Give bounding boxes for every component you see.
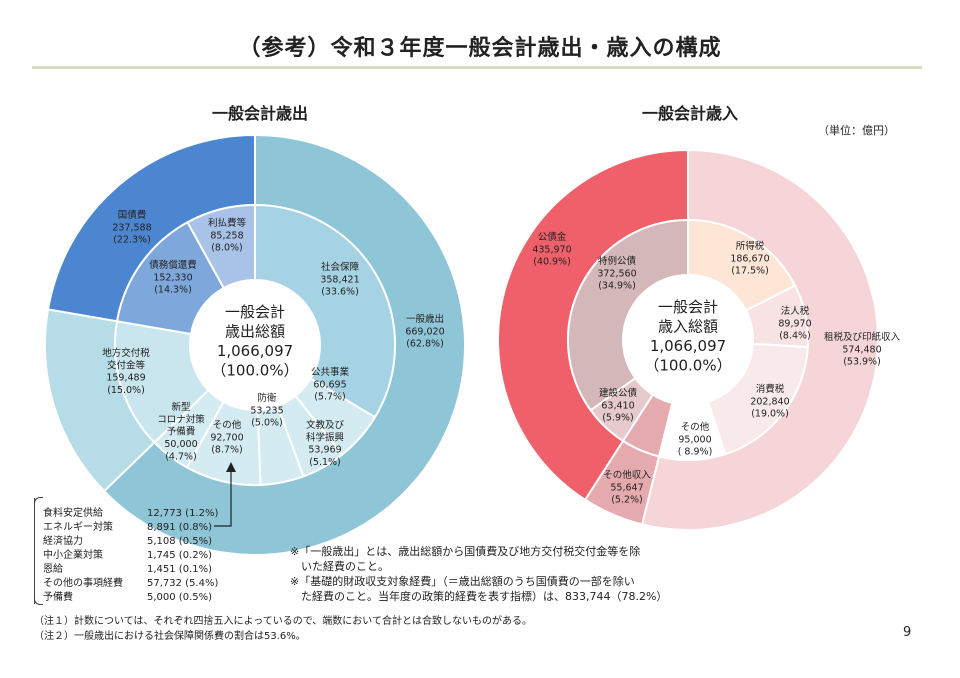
breakdown-row: エネルギー対策 8,891 (0.8%) [43,518,212,533]
page-number: 9 [903,625,912,640]
revenue-inner-slice [567,218,689,412]
expenditure-inner-slice [254,203,396,419]
breakdown-row: 恩給 1,451 (0.1%) [43,560,212,575]
expenditure-chart-title: 一般会計歳出 [211,104,308,123]
breakdown-connector-line [214,470,232,527]
breakdown-name: 食料安定供給 [43,508,103,519]
note-line: いた経費のこと。 [290,560,389,573]
unit-note: （単位：億円） [818,124,895,137]
breakdown-name: 恩給 [43,564,63,575]
note-line: た経費のこと。当年度の政策的経費を表す指標）は、833,744（78.2%） [290,590,668,603]
title-divider [32,66,922,69]
breakdown-name: 中小企業対策 [43,550,103,561]
breakdown-row: 中小企業対策 1,745 (0.2%) [43,546,212,561]
breakdown-value: 1,745 (0.2%) [147,550,213,561]
bracket-top [34,497,43,506]
breakdown-name: その他の事項経費 [43,578,123,589]
bracket-bottom [34,596,43,605]
breakdown-name: 経済協力 [43,536,83,547]
breakdown-value: 57,732 (5.4%) [147,578,219,589]
breakdown-row: 経済協力 5,108 (0.5%) [43,532,212,547]
breakdown-value: 5,000 (0.5%) [147,592,213,603]
footnotes: （注１）計数については、それぞれ四捨五入によっているので、端数において合計とは合… [34,614,532,644]
breakdown-value: 5,108 (0.5%) [147,536,213,547]
breakdown-value: 8,891 (0.8%) [147,522,213,533]
breakdown-value: 12,773 (1.2%) [147,508,219,519]
breakdown-value: 1,451 (0.1%) [147,564,213,575]
revenue-chart-title: 一般会計歳入 [641,104,738,123]
expenditure-inner-slice [186,203,256,290]
breakdown-name: エネルギー対策 [43,522,113,533]
footnote-2: （注２）一般歳出における社会保障関係費の割合は53.6%。 [34,631,306,642]
breakdown-row: 食料安定供給 12,773 (1.2%) [43,504,218,519]
note-line: ※「一般歳出」とは、歳出総額から国債費及び地方交付税交付金等を除 [290,545,641,558]
page-title: （参考）令和３年度一般会計歳出・歳入の構成 [238,36,722,61]
note-line: ※「基礎的財政収支対象経費」（＝歳出総額のうち国債費の一部を除い [290,575,635,588]
breakdown-connector-arrowhead [226,462,236,472]
footnote-1: （注１）計数については、それぞれ四捨五入によっているので、端数において合計とは合… [34,616,532,627]
breakdown-row: 予備費 5,000 (0.5%) [43,588,212,603]
breakdown-row: その他の事項経費 57,732 (5.4%) [43,574,218,589]
breakdown-name: 予備費 [43,592,73,603]
definition-notes: ※「一般歳出」とは、歳出総額から国債費及び地方交付税交付金等を除 いた経費のこと… [290,544,690,604]
